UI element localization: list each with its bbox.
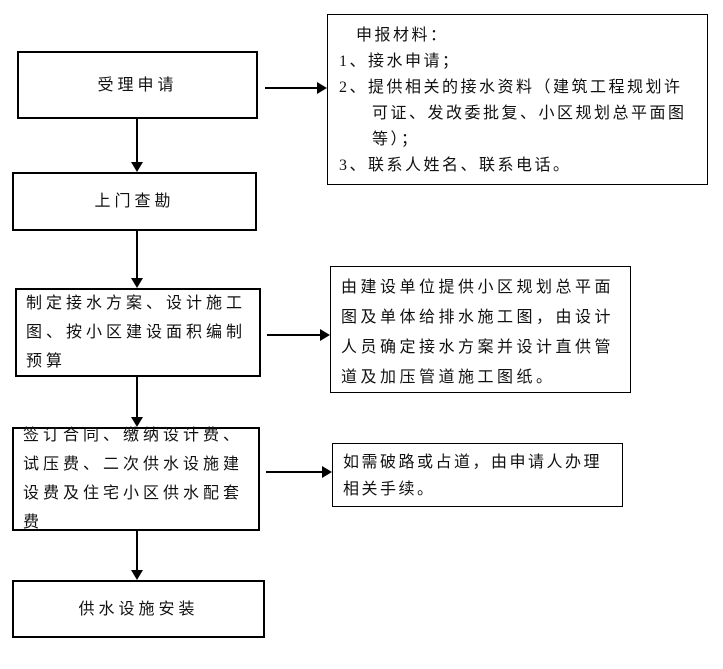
note-text: 如需破路或占道，由申请人办理相关手续。 [343, 454, 603, 498]
note-text: 由建设单位提供小区规划总平面图及单体给排水施工图，由设计人员确定接水方案并设计直… [341, 279, 615, 386]
note-road-permits: 如需破路或占道，由申请人办理相关手续。 [332, 443, 623, 507]
arrow-down-step3-to-step4 [131, 377, 143, 427]
step-box-site-survey: 上门查勘 [12, 172, 257, 231]
step-box-accept-application: 受理申请 [17, 51, 258, 119]
step-label: 供水设施安装 [78, 600, 199, 618]
arrow-right-step1-to-note1 [265, 82, 327, 94]
step-label: 签订合同、缴纳设计费、试压费、二次供水设施建设费及住宅小区供水配套费 [23, 427, 244, 531]
step-box-facility-installation: 供水设施安装 [12, 580, 265, 638]
step-label: 上门查勘 [94, 193, 175, 210]
note-item: 1、接水申请； [339, 53, 461, 70]
step-label: 制定接水方案、设计施工图、按小区建设面积编制预算 [26, 295, 247, 370]
step-label: 受理申请 [97, 76, 178, 94]
note-design-details: 由建设单位提供小区规划总平面图及单体给排水施工图，由设计人员确定接水方案并设计直… [330, 266, 631, 393]
arrow-right-step3-to-note2 [267, 329, 330, 341]
arrow-down-step4-to-step5 [131, 531, 143, 580]
note-item: 3、联系人姓名、联系电话。 [339, 157, 572, 174]
step-box-plan-and-budget: 制定接水方案、设计施工图、按小区建设面积编制预算 [15, 288, 261, 377]
step-box-contract-and-fees: 签订合同、缴纳设计费、试压费、二次供水设施建设费及住宅小区供水配套费 [12, 427, 260, 531]
note-title: 申报材料： [356, 27, 449, 44]
arrow-right-step4-to-note3 [266, 466, 332, 478]
arrow-down-step1-to-step2 [131, 119, 143, 172]
arrow-down-step2-to-step3 [131, 231, 143, 288]
note-application-materials: 申报材料： 1、接水申请； 2、提供相关的接水资料（建筑工程规划许可证、发改委批… [327, 14, 708, 185]
note-item: 2、提供相关的接水资料（建筑工程规划许可证、发改委批复、小区规划总平面图等）； [339, 79, 687, 148]
